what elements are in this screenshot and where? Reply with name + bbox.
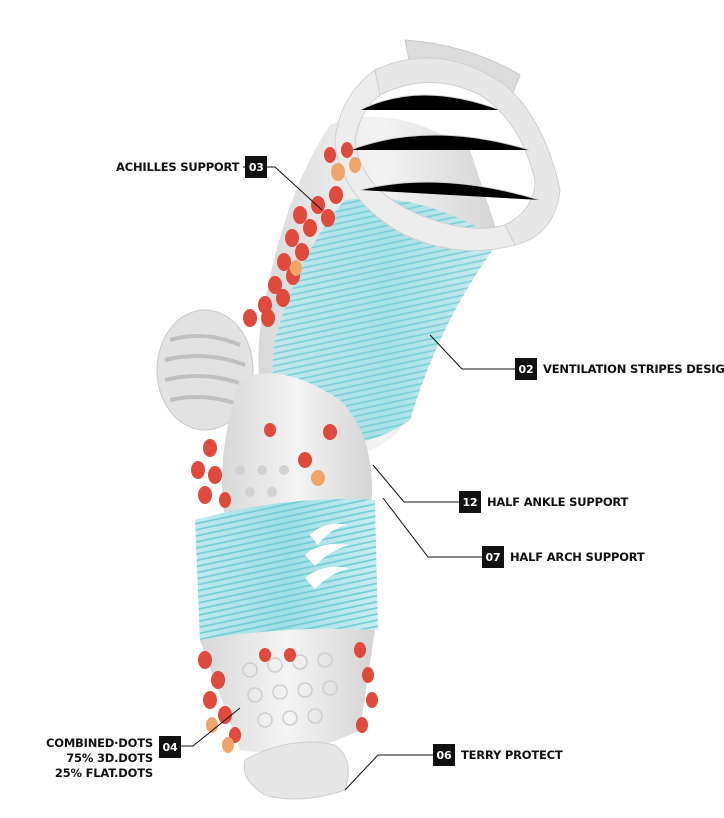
callout-combined-dots: COMBINED·DOTS 75% 3D.DOTS 25% FLAT.DOTS … bbox=[46, 736, 181, 781]
callout-label: VENTILATION STRIPES DESIGN bbox=[543, 362, 724, 376]
callout-label: HALF ARCH SUPPORT bbox=[510, 550, 645, 564]
callout-ventilation-stripes: 02 VENTILATION STRIPES DESIGN bbox=[515, 358, 724, 380]
callout-label: HALF ANKLE SUPPORT bbox=[487, 495, 629, 509]
ankle-dots bbox=[191, 423, 337, 508]
callout-terry-protect: 06 TERRY PROTECT bbox=[433, 744, 563, 766]
foot-dots bbox=[198, 642, 378, 753]
callout-label-line1: COMBINED·DOTS bbox=[46, 736, 153, 750]
achilles-dots bbox=[243, 142, 361, 327]
cuff-ribbon bbox=[334, 39, 561, 252]
callout-number: 03 bbox=[245, 156, 268, 178]
leader-terry bbox=[344, 754, 433, 791]
callout-label-line3: 25% FLAT.DOTS bbox=[54, 766, 153, 780]
heel-cup bbox=[156, 309, 254, 431]
callout-number: 04 bbox=[158, 736, 181, 758]
callout-number: 12 bbox=[459, 491, 481, 513]
ankle-section bbox=[222, 373, 372, 540]
arch-band bbox=[195, 499, 378, 640]
callout-half-arch-support: 07 HALF ARCH SUPPORT bbox=[482, 546, 645, 568]
callout-label: TERRY PROTECT bbox=[461, 748, 563, 762]
callout-achilles-support: ACHILLES SUPPORT 03 bbox=[116, 156, 268, 178]
callout-number: 07 bbox=[482, 546, 504, 568]
leg-tube bbox=[258, 116, 500, 457]
callout-label-line2: 75% 3D.DOTS bbox=[66, 751, 153, 765]
callout-text-block: COMBINED·DOTS 75% 3D.DOTS 25% FLAT.DOTS bbox=[46, 736, 153, 781]
callout-number: 06 bbox=[433, 744, 455, 766]
foot-section bbox=[200, 628, 375, 753]
callout-number: 02 bbox=[515, 358, 537, 380]
callout-label: ACHILLES SUPPORT bbox=[116, 160, 240, 174]
leader-half-arch bbox=[382, 497, 482, 558]
callout-half-ankle-support: 12 HALF ANKLE SUPPORT bbox=[459, 491, 628, 513]
leader-lines bbox=[163, 166, 515, 791]
leader-half-ankle bbox=[372, 464, 459, 503]
leader-ventilation bbox=[429, 334, 515, 370]
